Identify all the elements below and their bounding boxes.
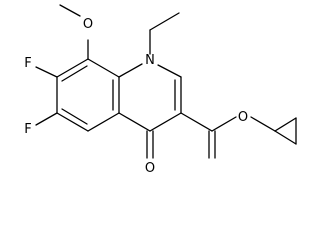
bond-n1-c2 <box>157 64 182 78</box>
atom-o-keto: O <box>145 161 155 176</box>
bond-c3-c4 <box>149 112 182 132</box>
bond-cyclopropyl-a <box>274 117 297 132</box>
bond-c8a-n1 <box>118 63 143 78</box>
bond-c5-c6 <box>56 112 89 132</box>
bond-c8-c8a <box>87 58 120 78</box>
molecule-drawing: N O F F O O <box>24 4 297 176</box>
bond-c7-c8 <box>56 58 89 78</box>
atom-f7: F <box>24 56 31 71</box>
bond-c6-f6 <box>35 112 58 126</box>
bond-c4-c4a <box>118 112 151 132</box>
bond-c4a-c5 <box>87 112 120 132</box>
bond-c-ester-o-ester <box>211 116 237 132</box>
bond-o-methoxy-ch3 <box>59 4 81 17</box>
atom-o-methoxy: O <box>83 17 93 32</box>
bond-c7-f7 <box>35 66 58 78</box>
bond-c3-c-ester <box>180 112 213 132</box>
atom-f6: F <box>24 122 31 137</box>
bond-c5-c6-inner <box>61 108 88 125</box>
bond-ch2-ch3 <box>149 12 180 31</box>
bond-c7-c8-inner <box>61 65 88 82</box>
bond-cyclopropyl-c <box>274 130 297 145</box>
atom-o-ester: O <box>238 110 248 125</box>
atom-n1: N <box>145 53 155 68</box>
structure-diagram: N O F F O O <box>24 4 297 176</box>
bond-o-ester-cyclopropyl <box>250 116 276 132</box>
